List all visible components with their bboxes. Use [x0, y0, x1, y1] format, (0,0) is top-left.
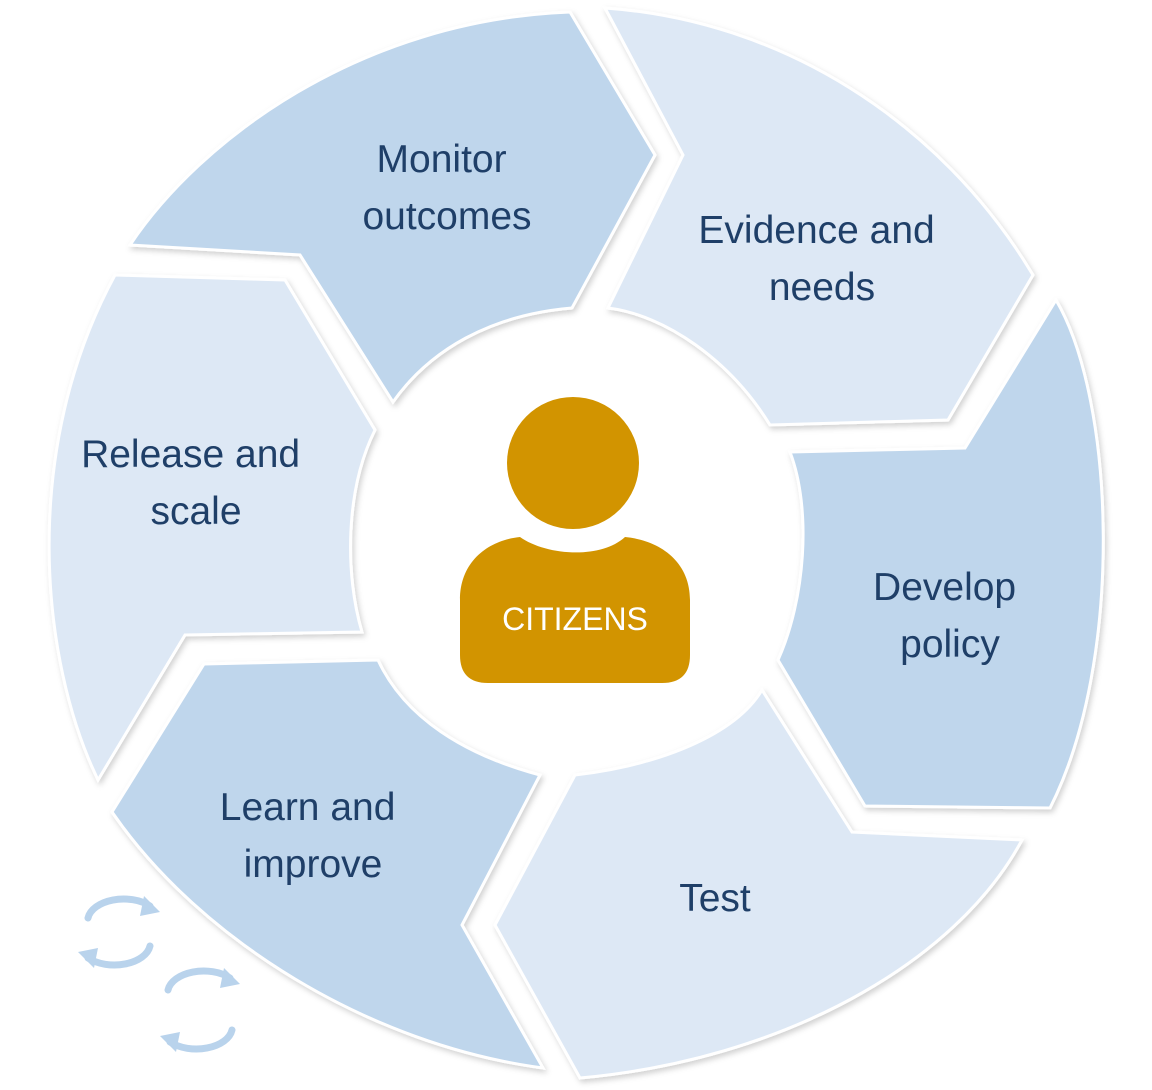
citizens-label: CITIZENS [502, 601, 648, 637]
label-monitor-outcomes: Monitor outcomes [362, 138, 531, 238]
person-icon: CITIZENS [460, 397, 690, 683]
person-body [460, 537, 690, 683]
segment-release-and-scale[interactable] [47, 273, 377, 784]
label-evidence-and-needs: Evidence and needs [698, 209, 945, 309]
segment-test[interactable] [493, 687, 1025, 1080]
segment-labels: Monitor outcomes Evidence and needs Deve… [81, 138, 1027, 920]
refresh-icon-top [78, 895, 160, 969]
label-learn-and-improve: Learn and improve [220, 786, 407, 886]
refresh-icon-bottom [160, 967, 240, 1053]
refresh-cycle-icon [78, 895, 240, 1053]
person-head [507, 397, 639, 529]
segment-evidence-and-needs[interactable] [602, 6, 1035, 427]
label-test: Test [679, 877, 751, 920]
label-release-and-scale: Release and scale [81, 433, 311, 533]
label-develop-policy: Develop policy [873, 566, 1027, 666]
segment-monitor-outcomes[interactable] [127, 10, 657, 405]
cycle-ring [47, 6, 1105, 1080]
segment-develop-policy[interactable] [776, 297, 1105, 810]
segment-learn-and-improve[interactable] [110, 658, 546, 1070]
